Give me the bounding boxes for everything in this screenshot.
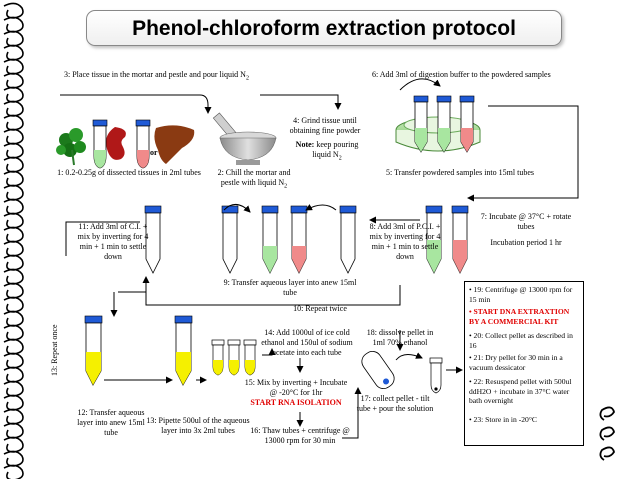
- tube-step1-pink: [135, 119, 151, 169]
- spiral-loop: [3, 422, 24, 439]
- spiral-loop: [3, 240, 24, 257]
- dna-extraction-box: • 19: Centrifuge @ 13000 rpm for 15 min …: [464, 281, 584, 446]
- spiral-loop: [3, 86, 24, 103]
- page-title: Phenol-chloroform extraction protocol: [132, 17, 516, 40]
- tube-step9-a: [221, 205, 239, 274]
- spiral-loop: [3, 338, 24, 355]
- step-3-label: 3: Place tissue in the mortar and pestle…: [64, 70, 249, 82]
- spiral-loop: [3, 2, 24, 19]
- side-item-22: • 22: Resuspend pellet with 500ul ddH2O …: [469, 377, 572, 406]
- spiral-loop: [3, 464, 24, 479]
- side-item-19: • 19: Centrifuge @ 13000 rpm for 15 min: [469, 285, 573, 304]
- step-16-label: 16: Thaw tubes + centrifuge @ 13000 rpm …: [250, 426, 350, 445]
- tube-step9-b: [261, 205, 279, 274]
- spiral-loop: [3, 114, 24, 131]
- spiral-loop: [3, 184, 24, 201]
- step-18-label: 18: dissolve pellet in 1ml 70% ethanol: [366, 328, 434, 347]
- step-17-label: 17: collect pellet - tilt tube + pour th…: [356, 394, 434, 413]
- title-banner: Phenol-chloroform extraction protocol: [86, 10, 562, 46]
- spiral-loop: [3, 226, 24, 243]
- step-5-label: 5: Transfer powdered samples into 15ml t…: [386, 168, 534, 177]
- tube-step7-a: [425, 205, 443, 274]
- spiral-loop: [3, 436, 24, 453]
- spiral-loop: [3, 450, 24, 467]
- spiral-loop: [3, 156, 24, 173]
- spiral-loop: [3, 44, 24, 61]
- tube-step18: [429, 357, 443, 394]
- spiral-loop: [3, 16, 24, 33]
- mortar-pestle-icon: [212, 112, 277, 165]
- step-9-label: 9: Transfer aqueous layer into anew 15ml…: [223, 278, 357, 297]
- side-item-start-dna: • START DNA EXTRAXTION BY A COMMERCIAL K…: [469, 307, 570, 326]
- spiral-loop: [3, 282, 24, 299]
- step-11-label: 11: Add 3ml of C.I. + mix by inverting f…: [77, 222, 149, 261]
- spiral-loop: [3, 352, 24, 369]
- spiral-loop: [3, 296, 24, 313]
- step-15-label: 15: Mix by inverting + Incubate @ -20°C …: [244, 378, 348, 407]
- spiral-loop: [3, 310, 24, 327]
- spiral-loop: [3, 408, 24, 425]
- step-13-repeat-label: 13: Repeat once: [50, 324, 59, 376]
- tube-step5-3: [459, 95, 475, 153]
- step-6-label: 6: Add 3ml of digestion buffer to the po…: [372, 70, 551, 79]
- step-4-label: 4: Grind tissue until obtaining fine pow…: [289, 116, 361, 135]
- tube-step8: [339, 205, 357, 274]
- step-10-label: 10: Repeat twice: [293, 304, 347, 313]
- step-13-label: 13: Pipette 500ul of the aqueous layer i…: [146, 416, 250, 435]
- spiral-loop: [3, 268, 24, 285]
- tube-step13-yellow: [174, 315, 193, 386]
- side-item-21: • 21: Dry pellet for 30 min in a vacuum …: [469, 353, 563, 372]
- tube-step9-c: [290, 205, 308, 274]
- tube-step7-b: [451, 205, 469, 274]
- kidney-icon: [106, 127, 126, 160]
- spiral-loop: [3, 58, 24, 75]
- tube-step5-1: [413, 95, 429, 153]
- or-label: or: [150, 148, 158, 157]
- step-1-label: 1: 0.2-0.25g of dissected tissues in 2ml…: [57, 168, 201, 177]
- spiral-loop: [3, 128, 24, 145]
- spiral-binding-left: [3, 2, 24, 479]
- spiral-loop: [3, 100, 24, 117]
- spiral-loop: [3, 30, 24, 47]
- liver-icon: [154, 125, 195, 164]
- tube-step1-green: [92, 119, 108, 169]
- spiral-loop: [3, 366, 24, 383]
- spiral-loop: [3, 170, 24, 187]
- step-14-label: 14: Add 1000ul of ice cold ethanol and 1…: [261, 328, 353, 357]
- parsley-icon: [56, 128, 86, 166]
- spiral-loop: [3, 394, 24, 411]
- spiral-loop: [3, 198, 24, 215]
- tube-step5-2: [436, 95, 452, 153]
- spiral-loop: [3, 142, 24, 159]
- step-7-period: Incubation period 1 hr: [490, 238, 562, 247]
- step-8-label: 8: Add 3ml of P.C.I. + mix by inverting …: [369, 222, 441, 261]
- tilted-tube-step17: [361, 351, 395, 389]
- spiral-loop: [3, 254, 24, 271]
- step-2-label: 2: Chill the mortar and pestle with liqu…: [217, 168, 291, 190]
- spiral-loop: [3, 212, 24, 229]
- spiral-loop: [3, 72, 24, 89]
- spiral-loop: [3, 324, 24, 341]
- tube-step11: [144, 205, 162, 274]
- step-4-note: Note: keep pouring liquid N2: [295, 140, 359, 162]
- side-item-23: • 23: Store in in -20°C: [469, 415, 537, 424]
- step-7-label: 7: Incubate @ 37°C + rotate tubes: [480, 212, 572, 231]
- small-tubes-step13: [211, 339, 257, 376]
- side-item-20: • 20: Collect pellet as described in 16: [469, 331, 573, 350]
- spiral-loop: [3, 380, 24, 397]
- step-12-label: 12: Transfer aqueous layer into anew 15m…: [77, 408, 145, 437]
- tube-step12-yellow: [84, 315, 103, 386]
